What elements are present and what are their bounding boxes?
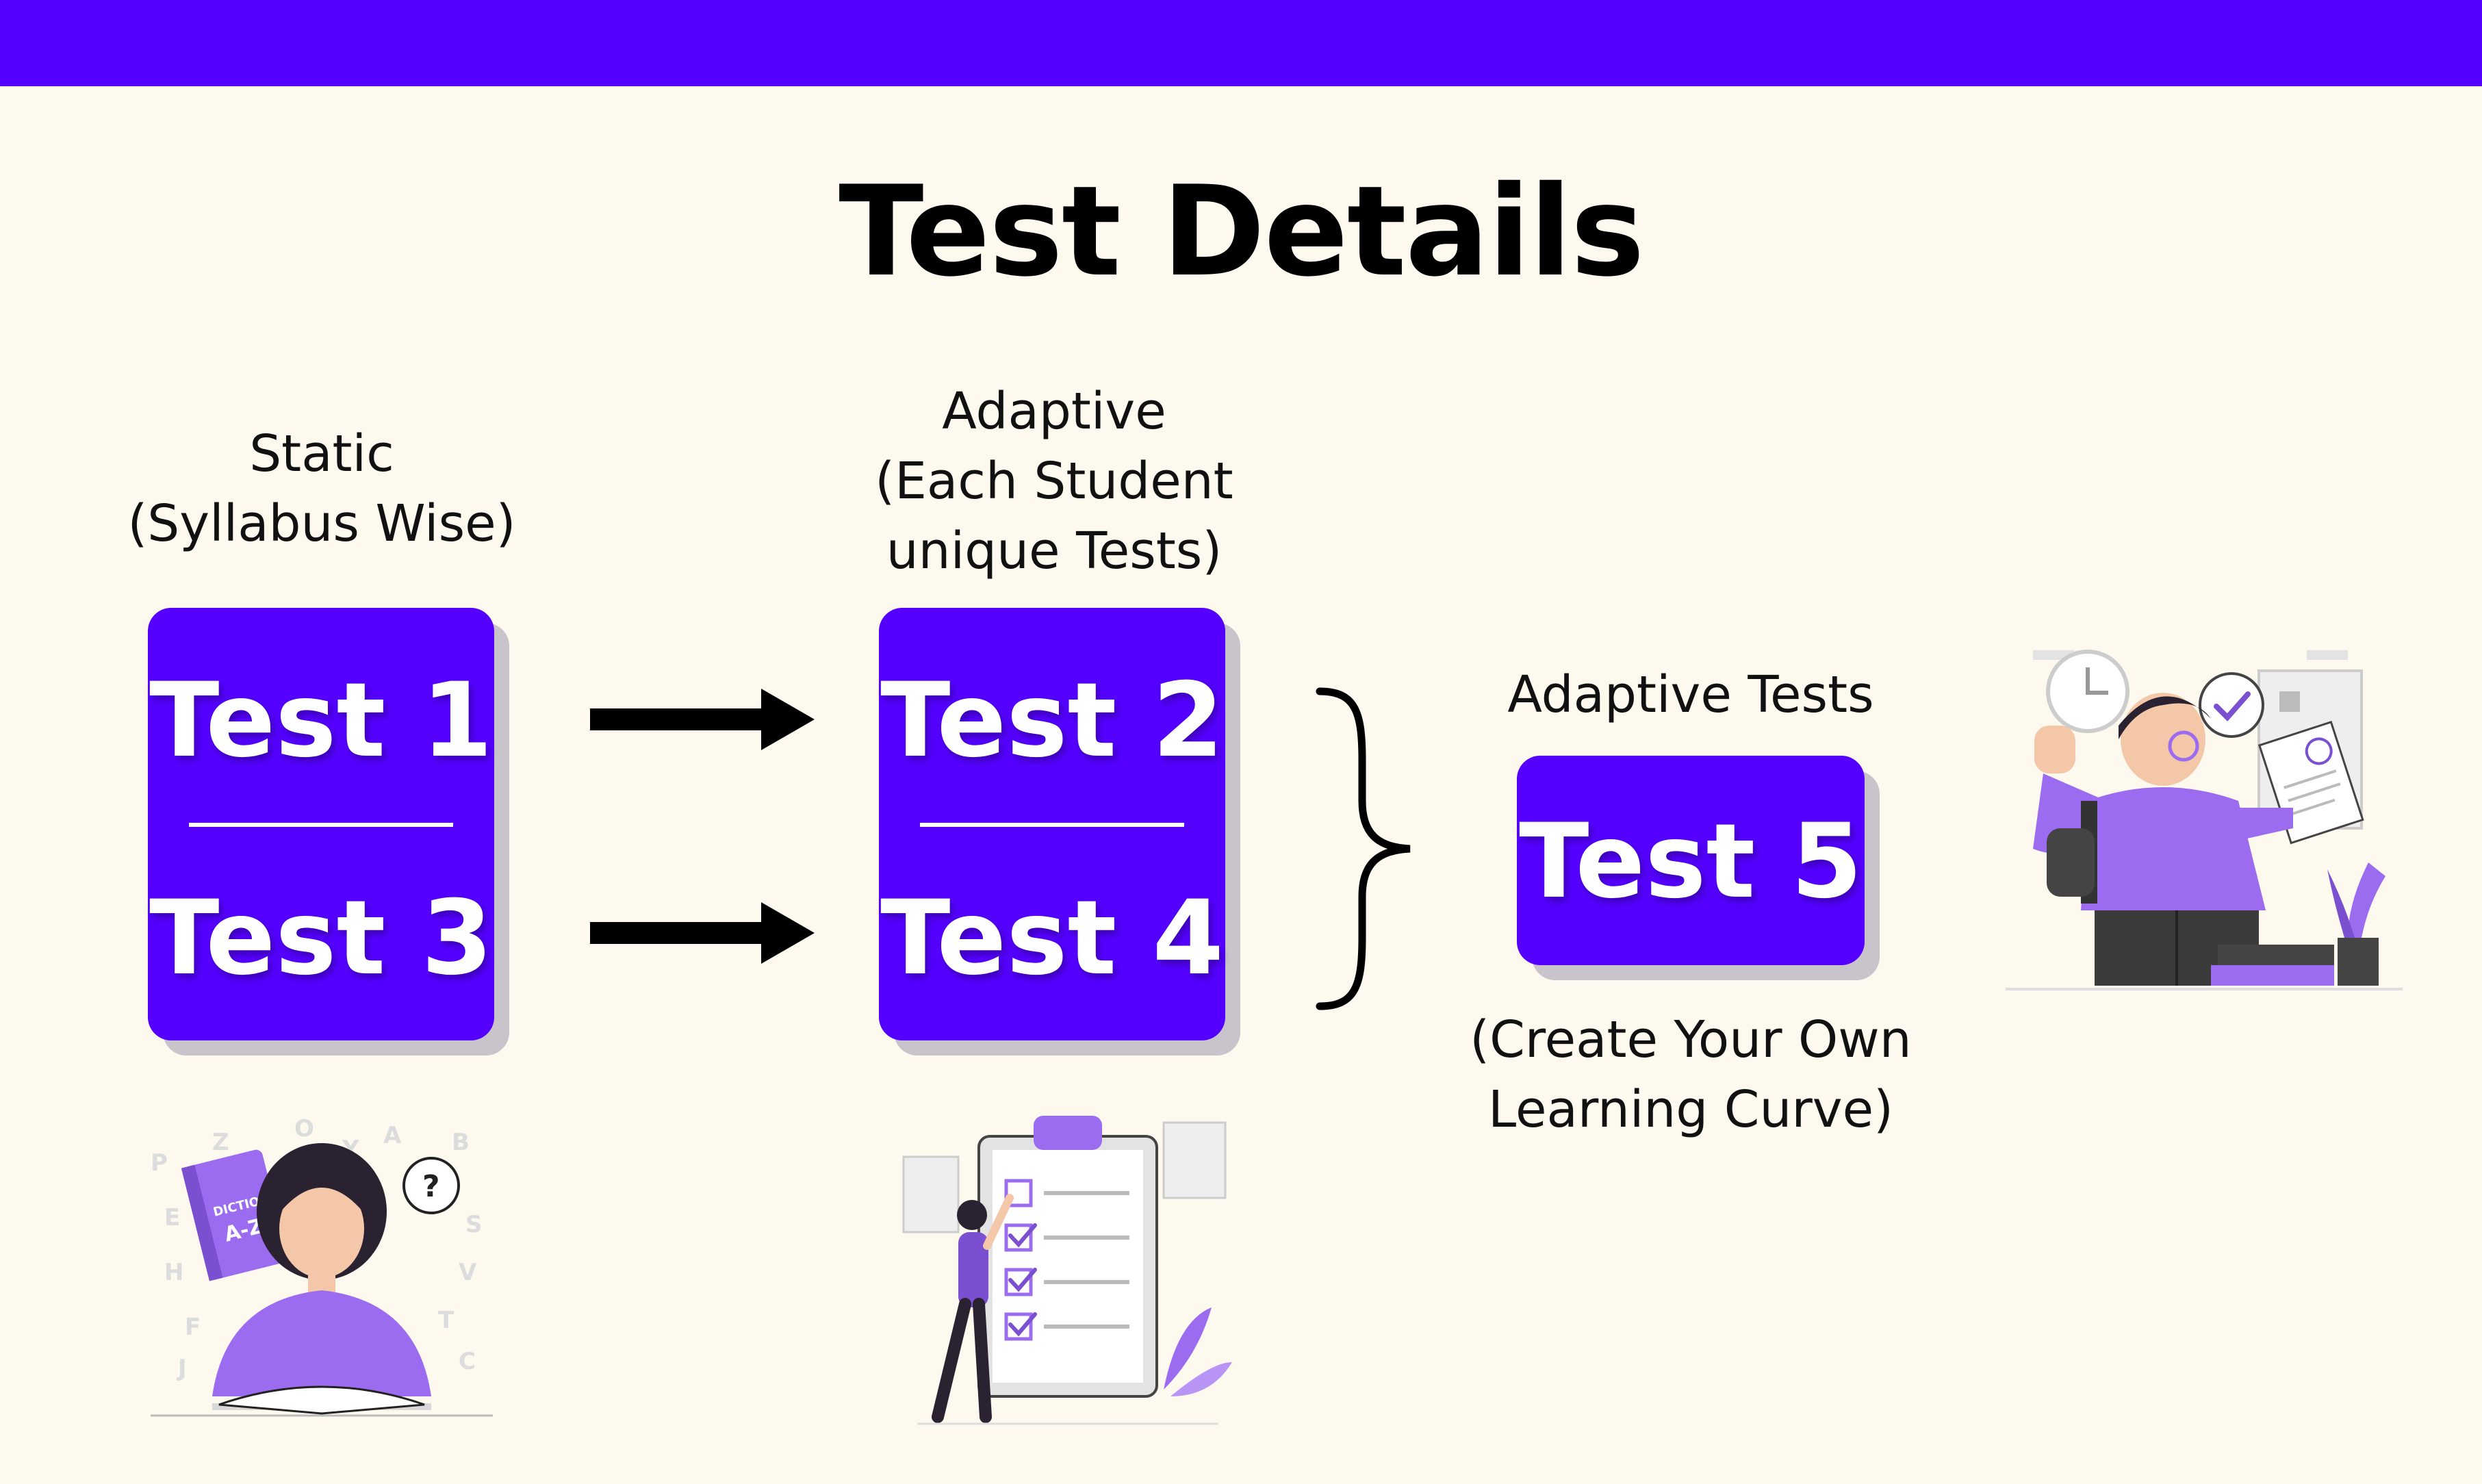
caption-line2: Learning Curve) — [1488, 1080, 1893, 1139]
static-tests-box: Test 1 Test 3 — [148, 608, 494, 1040]
question-mark: ? — [422, 1169, 440, 1204]
box-divider — [189, 823, 453, 827]
caption-line1: (Create Your Own — [1470, 1010, 1912, 1069]
adaptive-tests-label: Adaptive Tests — [1507, 665, 1874, 724]
arrow-right-icon — [590, 689, 815, 750]
test-5: Test 5 — [1519, 802, 1863, 921]
static-label: Static (Syllabus Wise) — [96, 419, 548, 559]
adaptive-label: Adaptive (Each Student unique Tests) — [821, 376, 1287, 586]
test-5-box: Test 5 — [1517, 756, 1865, 965]
svg-text:H: H — [164, 1259, 183, 1286]
page-title: Test Details — [839, 159, 1645, 304]
student-with-paper-illustration — [2006, 650, 2403, 990]
svg-text:J: J — [177, 1355, 187, 1382]
svg-text:E: E — [164, 1204, 180, 1231]
test-2: Test 2 — [880, 661, 1224, 780]
arrow-right-icon — [590, 902, 815, 964]
svg-text:P: P — [151, 1149, 168, 1177]
svg-text:F: F — [185, 1314, 201, 1341]
test-1: Test 1 — [149, 661, 493, 780]
svg-text:Z: Z — [212, 1129, 229, 1156]
svg-text:S: S — [465, 1211, 483, 1238]
top-banner — [0, 0, 2482, 86]
adaptive-label-line1: Adaptive — [942, 382, 1166, 441]
svg-text:V: V — [459, 1259, 477, 1286]
curly-brace-icon — [1316, 687, 1411, 1010]
checklist-clipboard-illustration — [902, 1116, 1232, 1425]
svg-text:T: T — [438, 1307, 455, 1334]
static-label-line1: Static — [249, 424, 394, 483]
static-label-line2: (Syllabus Wise) — [127, 494, 516, 553]
adaptive-tests-box: Test 2 Test 4 — [879, 608, 1225, 1040]
svg-text:O: O — [294, 1115, 314, 1142]
svg-text:C: C — [459, 1348, 476, 1375]
test-4: Test 4 — [880, 879, 1224, 998]
adaptive-label-line3: unique Tests) — [886, 522, 1223, 580]
adaptive-tests-caption: (Create Your Own Learning Curve) — [1431, 1005, 1951, 1144]
svg-text:B: B — [452, 1129, 470, 1156]
adaptive-label-line2: (Each Student — [875, 452, 1233, 511]
test-3: Test 3 — [149, 879, 493, 998]
svg-text:A: A — [383, 1122, 402, 1149]
box-divider — [920, 823, 1184, 827]
